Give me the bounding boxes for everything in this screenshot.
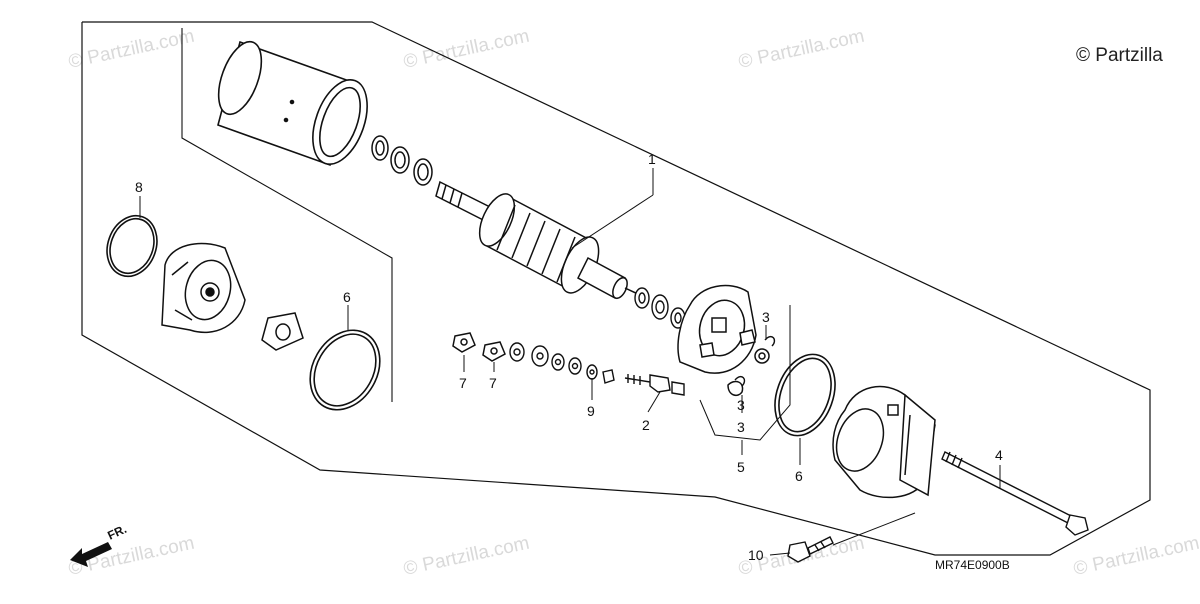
callout-6-left: 6 <box>343 289 351 305</box>
armature <box>435 180 641 300</box>
assembly-boundary <box>81 21 1151 556</box>
callout-labels: 1 2 3 3 3 4 5 6 6 7 7 8 9 10 <box>135 151 1003 563</box>
lock-plate <box>261 312 304 351</box>
callout-10: 10 <box>748 547 764 563</box>
watermark: © Partzilla.com <box>402 26 532 73</box>
callout-8: 8 <box>135 179 143 195</box>
callout-7-left: 7 <box>459 375 467 391</box>
mounting-bolt <box>787 536 834 563</box>
callout-2: 2 <box>642 417 650 433</box>
callout-9: 9 <box>587 403 595 419</box>
o-ring-8 <box>106 214 158 278</box>
leader-lines <box>139 168 1001 556</box>
callout-3-low: 3 <box>737 419 745 435</box>
brush-terminal <box>624 374 685 396</box>
callout-3-top: 3 <box>762 309 770 325</box>
thrust-washers <box>371 135 433 186</box>
watermark: © Partzilla.com <box>1072 533 1200 580</box>
front-bracket <box>161 242 246 334</box>
callout-7-right: 7 <box>489 375 497 391</box>
o-ring-6-left <box>309 329 381 411</box>
watermark: © Partzilla.com <box>402 533 532 580</box>
commutator-washers <box>634 287 686 329</box>
callout-3-mid: 3 <box>737 397 745 413</box>
direction-label: FR. <box>105 522 128 543</box>
watermark: © Partzilla.com <box>67 26 197 73</box>
callout-6-right: 6 <box>795 468 803 484</box>
housing-group-boundary <box>181 28 393 402</box>
front-direction-indicator: FR. <box>70 522 129 567</box>
callout-4: 4 <box>995 447 1003 463</box>
brush-holder <box>677 284 770 397</box>
watermark: © Partzilla.com <box>737 26 867 73</box>
nuts-7 <box>452 332 506 362</box>
rear-cover <box>832 385 936 499</box>
callout-5: 5 <box>737 459 745 475</box>
copyright-notice: © Partzilla <box>1076 45 1163 66</box>
yoke-housing <box>217 40 368 167</box>
through-bolt <box>941 451 1089 536</box>
brush-springs-3 <box>734 336 776 387</box>
insulator-washers <box>509 342 615 384</box>
front-arrow-icon <box>70 542 112 567</box>
diagram-code: MR74E0900B <box>935 558 1010 572</box>
o-ring-6-right <box>774 353 836 437</box>
